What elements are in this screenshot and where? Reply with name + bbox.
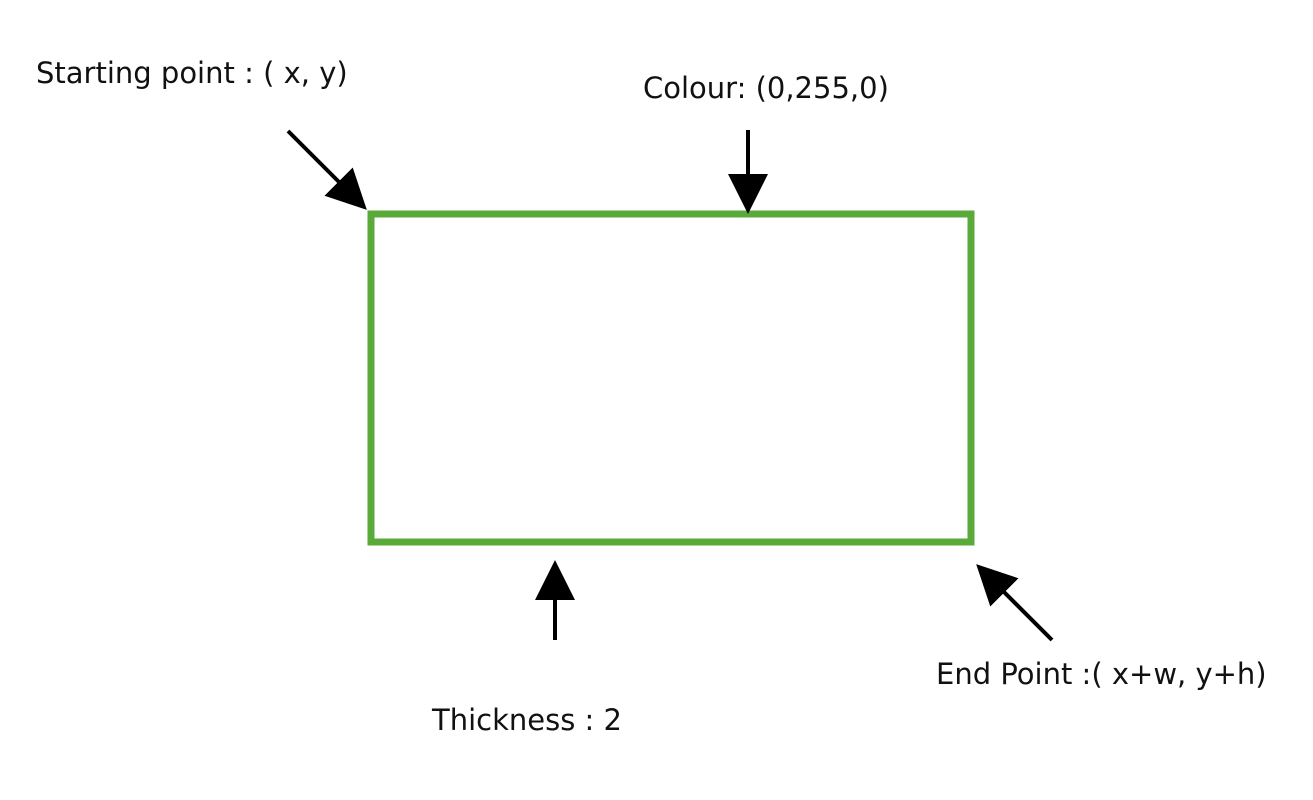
starting-point-label: Starting point : ( x, y)	[36, 56, 348, 90]
thickness-label: Thickness : 2	[432, 703, 622, 737]
starting-point-arrow	[286, 129, 367, 210]
end-point-arrow	[976, 564, 1054, 642]
green-rectangle	[367, 210, 975, 546]
colour-label: Colour: (0,255,0)	[643, 71, 889, 105]
end-point-label: End Point :( x+w, y+h)	[936, 657, 1267, 691]
